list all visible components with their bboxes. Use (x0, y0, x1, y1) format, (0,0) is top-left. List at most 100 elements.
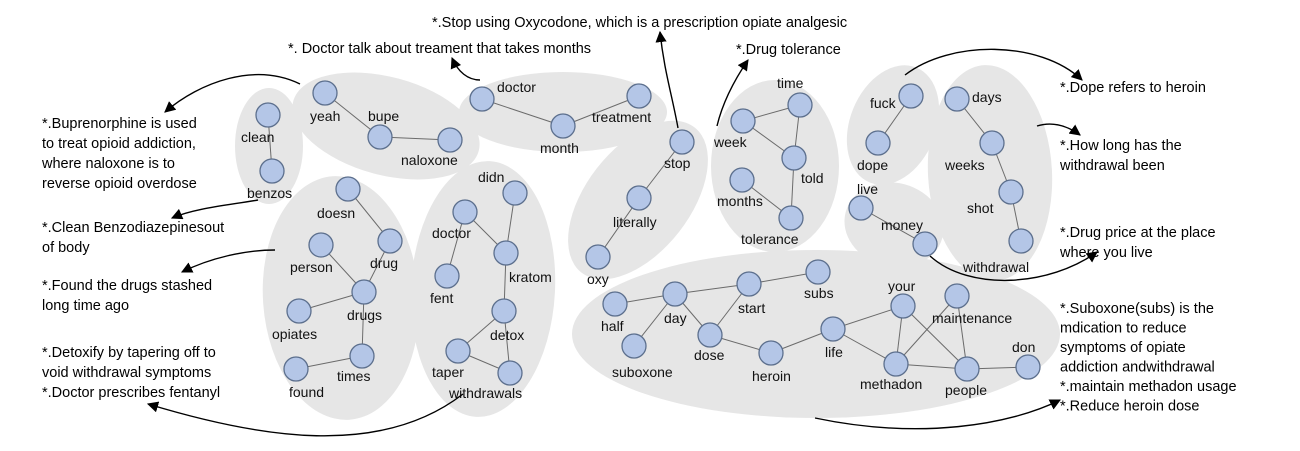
annotation-line: *.Stop using Oxycodone, which is a presc… (432, 15, 847, 31)
annotation-line: of body (42, 240, 90, 256)
node-clean (255, 102, 281, 128)
node-don (1015, 354, 1041, 380)
node-month (550, 113, 576, 139)
node-label-dose: dose (694, 347, 725, 363)
node-label-days: days (972, 89, 1002, 105)
cluster-tolerance (711, 80, 839, 252)
node-times (349, 343, 375, 369)
annotation-line: *.Drug tolerance (736, 42, 841, 58)
edge-doctor-month (481, 98, 564, 127)
annotation-line: reverse opioid overdose (42, 176, 197, 192)
arrow-bupe (164, 73, 301, 113)
node-life (820, 316, 846, 342)
cluster-doctor (459, 72, 667, 152)
node-dope (865, 130, 891, 156)
node-label-shot: shot (967, 200, 994, 216)
node-label-kratom: kratom (509, 269, 552, 285)
node-fuck (898, 83, 924, 109)
node-oxy (585, 244, 611, 270)
node-maintenance (944, 283, 970, 309)
node-opiates (286, 298, 312, 324)
node-label-doctor: doctor (497, 79, 536, 95)
node-label-subs: subs (804, 285, 834, 301)
annotation-line: *.Detoxify by tapering off to (42, 345, 216, 361)
annotation-line: *.Doctor prescribes fentanyl (42, 385, 220, 401)
node-heroin (758, 340, 784, 366)
node-label-bupe: bupe (368, 108, 399, 124)
node-label-start: start (738, 300, 765, 316)
node-withdrawal (1008, 228, 1034, 254)
node-drug (377, 228, 403, 254)
node-label-drugs: drugs (347, 307, 382, 323)
annotation-line: *.Clean Benzodiazepinesout (42, 220, 224, 236)
annotation-line: mdication to reduce (1060, 321, 1187, 337)
node-tolerance (778, 205, 804, 231)
arrow-benzos (170, 199, 259, 220)
annotation-dope: *.Dope refers to heroin (1060, 80, 1206, 96)
node-treatment (626, 83, 652, 109)
edge-month-treatment (562, 95, 640, 127)
annotation-line: where naloxone is to (41, 156, 175, 172)
node-label-clean: clean (241, 129, 274, 145)
node-shot (998, 179, 1024, 205)
node-literally (626, 185, 652, 211)
node-detox (491, 298, 517, 324)
node-label-withdrawal: withdrawal (962, 259, 1029, 275)
annotation-line: where you live (1059, 245, 1153, 261)
node-money (912, 231, 938, 257)
node-label-treatment: treatment (592, 109, 651, 125)
cluster-subs (572, 250, 1060, 418)
annotation-line: *.Drug price at the place (1060, 225, 1216, 241)
annotation-doctor: *. Doctor talk about treament that takes… (288, 41, 591, 57)
node-label-oxy: oxy (587, 271, 609, 287)
node-label-person: person (290, 259, 333, 275)
node-naloxone (437, 127, 463, 153)
node-label-maintenance: maintenance (932, 310, 1012, 326)
cluster-backgrounds (235, 65, 1060, 420)
node-label-day: day (664, 310, 687, 326)
node-label-drug: drug (370, 255, 398, 271)
node-stop (669, 129, 695, 155)
node-months (729, 167, 755, 193)
node-doctor (469, 86, 495, 112)
node-your (890, 293, 916, 319)
node-label-literally: literally (613, 214, 657, 230)
node-told (781, 145, 807, 171)
node-withdrawals (497, 360, 523, 386)
node-label-people: people (945, 382, 987, 398)
node-label-naloxone: naloxone (401, 152, 458, 168)
edge-your-people (902, 305, 968, 370)
node-label-heroin: heroin (752, 368, 791, 384)
node-label-don: don (1012, 339, 1035, 355)
node-label-doctor2: doctor (432, 225, 471, 241)
annotation-line: *.Suboxone(subs) is the (1060, 301, 1214, 317)
arrow-subs (814, 399, 1062, 430)
node-label-fuck: fuck (870, 95, 897, 111)
node-label-month: month (540, 140, 579, 156)
node-label-half: half (601, 318, 624, 334)
node-person (308, 232, 334, 258)
arrow-drugs (180, 249, 276, 273)
node-found (283, 356, 309, 382)
node-label-detox: detox (490, 327, 524, 343)
node-label-fent: fent (430, 290, 453, 306)
node-label-found: found (289, 384, 324, 400)
arrow-tolerance (716, 59, 749, 127)
annotation-subs: *.Suboxone(subs) is the mdication to redu… (1060, 301, 1237, 415)
annotation-stop: *.Stop using Oxycodone, which is a presc… (432, 15, 847, 31)
node-label-dope: dope (857, 157, 888, 173)
annotation-line: *.Buprenorphine is used (42, 116, 197, 132)
node-people (954, 356, 980, 382)
node-label-told: told (801, 170, 824, 186)
node-methadon (883, 351, 909, 377)
node-kratom (493, 240, 519, 266)
edge-maintenance-methadon (895, 295, 958, 365)
node-label-times: times (337, 368, 370, 384)
annotation-line: *. Doctor talk about treament that takes… (288, 41, 591, 57)
node-label-week: week (713, 134, 748, 150)
annotation-line: *.maintain methadon usage (1060, 379, 1237, 395)
node-label-withdrawals: withdrawals (448, 385, 522, 401)
